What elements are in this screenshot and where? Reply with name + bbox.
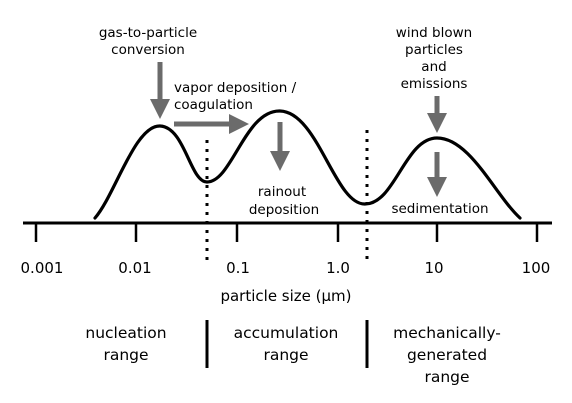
process-arrows bbox=[150, 62, 447, 197]
x-axis-label: particle size (μm) bbox=[220, 287, 351, 305]
tick-label: 1.0 bbox=[326, 259, 350, 277]
range-label-line: range bbox=[263, 346, 308, 364]
tick-label: 10 bbox=[424, 259, 443, 277]
range-label-line: mechanically- bbox=[393, 324, 501, 342]
x-axis-tick-labels: 0.001 0.01 0.1 1.0 10 100 bbox=[21, 259, 551, 277]
annotation-rainout: rainout deposition bbox=[249, 184, 319, 218]
annotation-line: gas-to-particle bbox=[99, 25, 197, 41]
size-distribution-curve bbox=[93, 109, 522, 220]
annotation-line: conversion bbox=[111, 42, 185, 58]
annotation-line: emissions bbox=[401, 76, 468, 92]
annotation-line: particles bbox=[405, 42, 463, 58]
x-axis-ticks bbox=[34, 223, 539, 242]
annotation-line: and bbox=[421, 59, 446, 75]
range-label-line: accumulation bbox=[234, 324, 339, 342]
annotation-gas-to-particle: gas-to-particle conversion bbox=[99, 25, 197, 58]
range-label-mechanical: mechanically- generated range bbox=[393, 324, 501, 386]
tick-label: 0.001 bbox=[21, 259, 64, 277]
annotation-sedimentation: sedimentation bbox=[391, 201, 488, 217]
annotation-line: vapor deposition / bbox=[174, 80, 297, 96]
annotation-line: deposition bbox=[249, 202, 319, 218]
range-label-accumulation: accumulation range bbox=[234, 324, 339, 364]
range-label-line: range bbox=[103, 346, 148, 364]
range-label-nucleation: nucleation range bbox=[85, 324, 166, 364]
tick-label: 0.01 bbox=[118, 259, 151, 277]
range-label-line: generated bbox=[407, 346, 487, 364]
tick-label: 0.1 bbox=[226, 259, 250, 277]
annotation-vapor-deposition: vapor deposition / coagulation bbox=[174, 80, 297, 113]
annotation-line: wind blown bbox=[396, 25, 472, 41]
range-label-line: range bbox=[424, 368, 469, 386]
range-label-line: nucleation bbox=[85, 324, 166, 342]
annotation-line: rainout bbox=[258, 184, 306, 200]
annotation-line: coagulation bbox=[174, 97, 253, 113]
tick-label: 100 bbox=[522, 259, 551, 277]
annotation-wind-blown: wind blown particles and emissions bbox=[396, 25, 472, 92]
